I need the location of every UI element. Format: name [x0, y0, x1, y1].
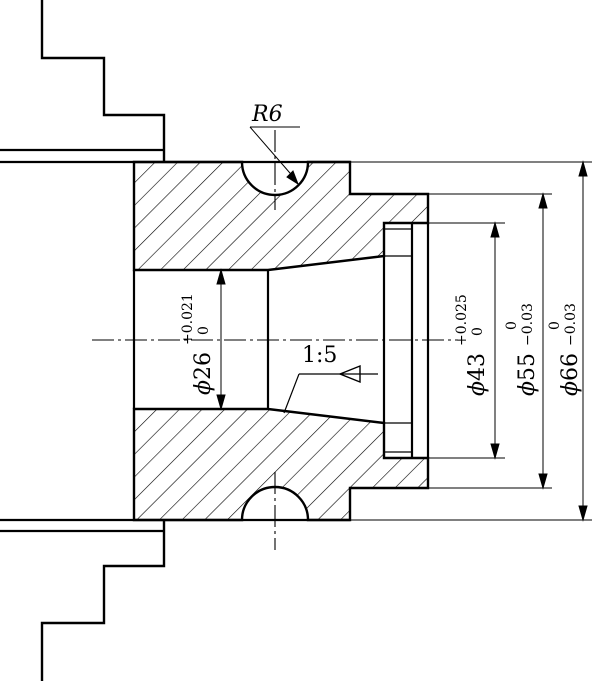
radius-label: R6 [251, 102, 283, 127]
od-d55-lower-tol: −0.03 [520, 303, 536, 346]
chuck-jaw-bottom [40, 520, 166, 681]
od-d66-label: ϕ66 [558, 353, 583, 396]
bore-d26-label: ϕ26 [191, 352, 216, 395]
od-d55-label: ϕ55 [515, 353, 540, 396]
bore-d26-lower-tol: 0 [196, 326, 212, 335]
bore-d26-upper-tol: +0.021 [180, 293, 196, 345]
workpiece-section-bottom [132, 407, 430, 522]
od-d66-upper-tol: 0 [547, 321, 563, 330]
bore-d43-upper-tol: +0.025 [454, 294, 470, 346]
od-d55-upper-tol: 0 [504, 321, 520, 330]
extension-lines [350, 161, 592, 521]
taper-symbol-icon [338, 364, 361, 384]
chuck-jaw-top [40, 0, 166, 162]
bore-d43-lower-tol: 0 [470, 327, 486, 336]
dimension-lines [216, 160, 588, 522]
taper-leader [283, 364, 378, 414]
workpiece-section-top [132, 160, 430, 272]
od-d66-lower-tol: −0.03 [563, 303, 579, 346]
radius-leader [249, 126, 300, 186]
bore-d43-label: ϕ43 [465, 353, 490, 396]
center-lines [92, 130, 458, 550]
taper-label: 1:5 [302, 343, 337, 368]
